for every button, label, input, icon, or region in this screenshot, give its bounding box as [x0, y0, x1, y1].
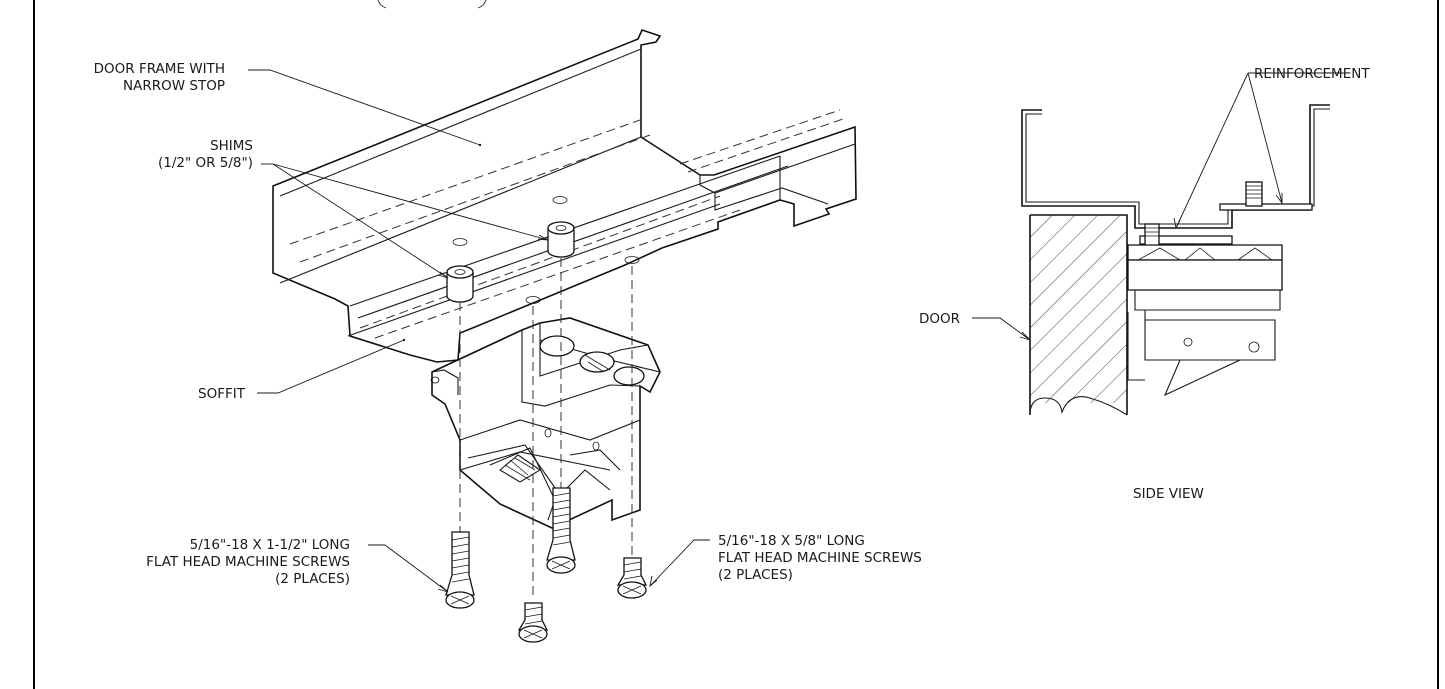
label-shims-line2: (1/2" OR 5/8") [158, 155, 253, 171]
label-long-screws-line3: (2 PLACES) [275, 571, 350, 587]
label-short-screws-line1: 5/16"-18 X 5/8" LONG [718, 533, 865, 549]
door-frame-isometric [272, 29, 857, 363]
side-view [972, 72, 1350, 416]
long-screw-1 [445, 531, 475, 609]
label-short-screws-line3: (2 PLACES) [718, 567, 793, 583]
leaders-isometric [248, 69, 710, 593]
label-side-view: SIDE VIEW [1133, 486, 1204, 502]
label-door: DOOR [919, 311, 960, 327]
screw-centerlines [459, 258, 633, 600]
short-screw-1 [517, 602, 549, 643]
label-long-screws-line2: FLAT HEAD MACHINE SCREWS [146, 554, 350, 570]
label-door-frame-line1: DOOR FRAME WITH [94, 61, 225, 77]
long-screw-2 [546, 487, 576, 574]
mount-hole-center [525, 296, 541, 304]
label-door-frame-line2: NARROW STOP [123, 78, 225, 94]
closer-arm-assembly [430, 317, 661, 529]
cropped-top-mark [377, 0, 487, 9]
short-screw-2 [616, 557, 648, 599]
mount-hole-right [624, 256, 640, 264]
label-soffit: SOFFIT [198, 386, 246, 402]
label-shims-line1: SHIMS [210, 138, 253, 154]
shim-right [547, 196, 575, 258]
label-reinforcement: REINFORCEMENT [1254, 66, 1370, 82]
label-long-screws-line1: 5/16"-18 X 1-1/2" LONG [190, 537, 350, 553]
shim-left [446, 238, 474, 303]
label-short-screws-line2: FLAT HEAD MACHINE SCREWS [718, 550, 922, 566]
